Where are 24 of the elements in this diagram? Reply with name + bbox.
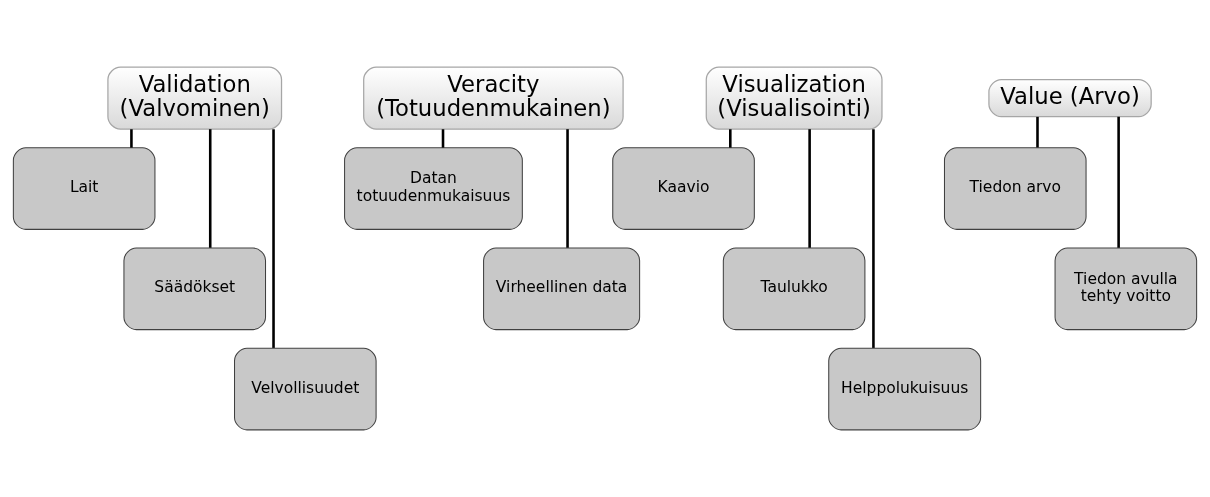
node-box: Visualization (Visualisointi) xyxy=(705,66,883,130)
connector xyxy=(441,129,445,148)
connector xyxy=(272,129,275,348)
node-box: Validation (Valvominen) xyxy=(107,66,283,130)
node-box: Säädökset xyxy=(123,247,267,331)
node-box: Kaavio xyxy=(612,147,755,230)
connector xyxy=(872,129,875,348)
connector xyxy=(808,129,811,248)
node-box: Taulukko xyxy=(722,247,866,331)
node-box: Virheellinen data xyxy=(483,247,641,331)
connector xyxy=(566,129,569,248)
node-box: Veracity (Totuudenmukainen) xyxy=(363,66,624,130)
node-box: Helppolukuisuus xyxy=(828,347,982,431)
node-box: Tiedon avulla tehty voitto xyxy=(1054,247,1198,331)
connector xyxy=(208,129,212,248)
node-box: Velvollisuudet xyxy=(234,347,377,431)
node-box: Value (Arvo) xyxy=(988,78,1152,118)
connector xyxy=(130,129,133,148)
connector xyxy=(1036,116,1039,148)
connector xyxy=(729,129,732,148)
connector xyxy=(1117,116,1120,248)
node-box: Tiedon arvo xyxy=(943,147,1087,230)
node-box: Datan totuudenmukaisuus xyxy=(344,147,523,230)
node-box: Lait xyxy=(12,147,156,230)
